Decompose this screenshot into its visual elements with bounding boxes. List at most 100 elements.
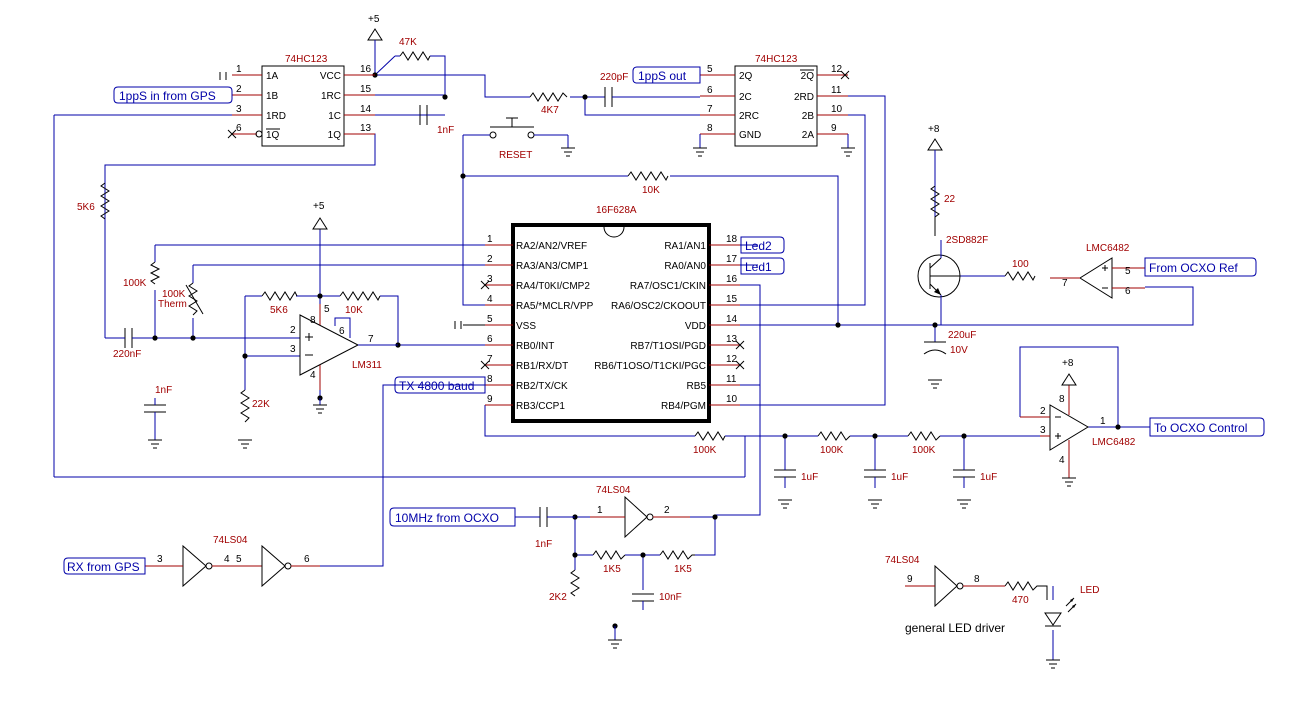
port-tx[interactable]: TX 4800 baud bbox=[394, 376, 486, 394]
port-label: To OCXO Control bbox=[1154, 421, 1247, 435]
value-label: 22 bbox=[944, 194, 956, 205]
port-10mhz[interactable]: 10MHz from OCXO bbox=[389, 507, 516, 527]
u1-pin-label: 1A bbox=[266, 71, 279, 82]
inv1-name: 74LS04 bbox=[213, 535, 248, 546]
pic-pin-label: RB6/T1OSO/T1CKI/PGC bbox=[594, 361, 706, 372]
pic-pins: 1RA2/AN2/VREF2RA3/AN3/CMP13RA4/T0KI/CMP2… bbox=[485, 234, 740, 412]
r-100k-c bbox=[817, 431, 851, 441]
port-pps-in[interactable]: 1ppS in from GPS bbox=[113, 86, 233, 104]
supply-label: +5 bbox=[368, 14, 380, 25]
port-label: 1ppS out bbox=[638, 69, 687, 83]
q1-name: 2SD882F bbox=[946, 235, 988, 246]
u1-pin-num: 1 bbox=[236, 64, 242, 75]
u1-pin-num: 13 bbox=[360, 123, 372, 134]
u2-pin-num: 6 bbox=[707, 85, 713, 96]
opamp-lmc6482-ctrl: 2 3 1 8 4 LMC6482 bbox=[1020, 385, 1136, 478]
op2-pin1: 1 bbox=[1100, 416, 1106, 427]
ground-icon bbox=[693, 134, 707, 157]
opamp-lmc6482-ref: 5 6 7 LMC6482 bbox=[1050, 243, 1145, 299]
caption-led-driver: general LED driver bbox=[905, 621, 1005, 635]
lm311-pin6: 6 bbox=[339, 326, 345, 337]
r-therm bbox=[188, 282, 198, 316]
u2-pin-label: 2C bbox=[739, 92, 752, 103]
port-rx[interactable]: RX from GPS bbox=[63, 557, 146, 575]
reset-label: RESET bbox=[499, 150, 532, 161]
value-label: 100K bbox=[912, 445, 936, 456]
u2-pin-num: 10 bbox=[831, 104, 843, 115]
pic-pin-label: RA3/AN3/CMP1 bbox=[516, 261, 589, 272]
value-label: 1uF bbox=[801, 472, 818, 483]
ground-icon bbox=[238, 439, 252, 449]
r-1k5-b bbox=[659, 550, 695, 560]
u1-pin-label: 1Q bbox=[266, 130, 280, 141]
pic-pin-label: RB3/CCP1 bbox=[516, 401, 565, 412]
pic-pin-label: RA1/AN1 bbox=[664, 241, 706, 252]
op2-pin8: 8 bbox=[1059, 394, 1065, 405]
u2-pin-label: 2Q bbox=[801, 71, 815, 82]
r-5k6-b bbox=[261, 290, 298, 301]
port-label: From OCXO Ref bbox=[1149, 261, 1238, 275]
u1-pin-num: 3 bbox=[236, 104, 242, 115]
c-1uf-b bbox=[864, 462, 886, 488]
u2-pin-num: 5 bbox=[707, 64, 713, 75]
port-label: Led2 bbox=[745, 239, 772, 253]
inv1-pin5: 5 bbox=[236, 554, 242, 565]
port-led2[interactable]: Led2 bbox=[740, 236, 785, 254]
ground-icon bbox=[778, 499, 792, 509]
u1-pin-num: 14 bbox=[360, 104, 372, 115]
r-2k2 bbox=[570, 569, 580, 597]
value-label: 100K bbox=[123, 278, 147, 289]
op2-pin3: 3 bbox=[1040, 425, 1046, 436]
value-label: 1uF bbox=[891, 472, 908, 483]
pic-pin-num: 5 bbox=[487, 314, 493, 325]
inv1-pin6: 6 bbox=[304, 554, 310, 565]
c-10nf bbox=[632, 593, 654, 610]
op1-pin6: 6 bbox=[1125, 286, 1131, 297]
u2-pin-num: 9 bbox=[831, 123, 837, 134]
r-22k bbox=[240, 389, 250, 423]
pic-pin-num: 16 bbox=[726, 274, 738, 285]
pic-pin-num: 9 bbox=[487, 394, 493, 405]
ic-pic-name: 16F628A bbox=[596, 205, 637, 216]
value-label: 470 bbox=[1012, 595, 1029, 606]
r-470 bbox=[1004, 581, 1048, 600]
value-label: 220pF bbox=[600, 72, 628, 83]
pic-pin-label: VDD bbox=[685, 321, 706, 332]
op2-name: LMC6482 bbox=[1092, 437, 1136, 448]
op2-pin4: 4 bbox=[1059, 455, 1065, 466]
r-22 bbox=[930, 185, 940, 236]
value-label: 1nF bbox=[155, 385, 172, 396]
pic-pin-num: 15 bbox=[726, 294, 738, 305]
ground-icon bbox=[313, 398, 327, 414]
port-pps-out[interactable]: 1ppS out bbox=[632, 66, 701, 84]
inv3-pin9: 9 bbox=[907, 574, 913, 585]
inv2-pin2: 2 bbox=[664, 505, 670, 516]
value-label: Therm bbox=[158, 299, 187, 310]
r-100 bbox=[1004, 271, 1036, 282]
r-4k7 bbox=[529, 92, 568, 102]
value-label: 100K bbox=[162, 289, 186, 300]
port-label: Led1 bbox=[745, 260, 772, 274]
op1-name: LMC6482 bbox=[1086, 243, 1130, 254]
supply-arrow-icon: +5 bbox=[367, 14, 383, 56]
ic-pic16f628a: 16F628A bbox=[511, 205, 711, 423]
port-ocxo-ctrl[interactable]: To OCXO Control bbox=[1149, 417, 1265, 437]
inv1-pin4: 4 bbox=[224, 554, 230, 565]
value-label: 5K6 bbox=[270, 305, 288, 316]
c-1nf-c bbox=[535, 507, 575, 527]
value-label: 47K bbox=[399, 37, 417, 48]
ic-u2-name: 74HC123 bbox=[755, 54, 798, 65]
pic-pin-num: 3 bbox=[487, 274, 493, 285]
supplies: +5 +5 +8 +8 bbox=[312, 14, 1077, 386]
c-220uf bbox=[923, 341, 947, 355]
pic-pin-label: RA0/AN0 bbox=[664, 261, 706, 272]
u2-pin-num: 12 bbox=[831, 64, 843, 75]
c-1nf-b bbox=[144, 398, 166, 420]
ic-u2: 74HC123 5 6 7 8 2Q 2C 2RC GND 12 11 10 9… bbox=[700, 54, 850, 147]
port-led1[interactable]: Led1 bbox=[740, 257, 785, 275]
value-label: 10nF bbox=[659, 592, 682, 603]
pic-pin-num: 11 bbox=[726, 374, 737, 385]
port-ocxo-ref[interactable]: From OCXO Ref bbox=[1144, 257, 1257, 277]
inv2-pin1: 1 bbox=[597, 505, 603, 516]
op2-pin2: 2 bbox=[1040, 406, 1046, 417]
